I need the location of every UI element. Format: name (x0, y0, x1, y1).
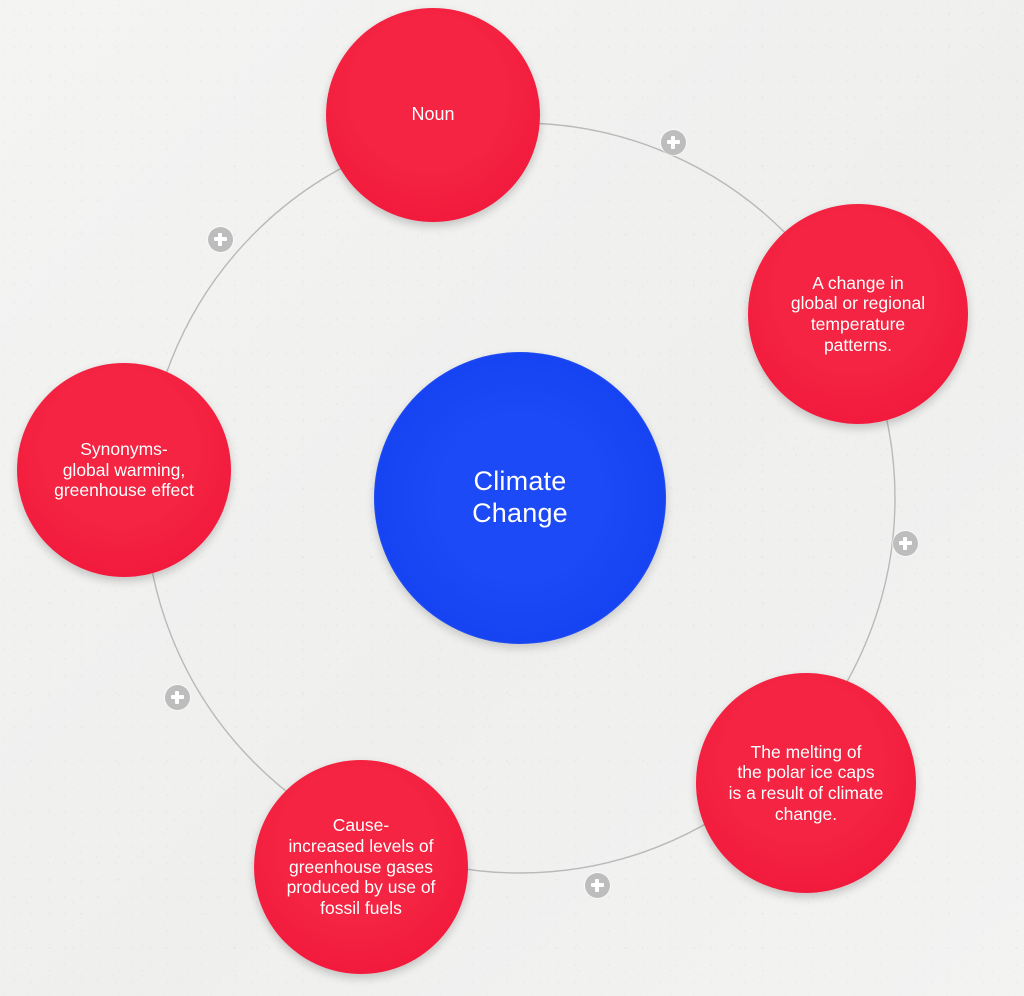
satellite-node-definition-label: A change in global or regional temperatu… (790, 272, 926, 355)
satellite-node-part-of-speech[interactable]: Noun (326, 8, 540, 222)
satellite-node-cause-label: Cause- increased levels of greenhouse ga… (286, 815, 436, 918)
satellite-node-definition[interactable]: A change in global or regional temperatu… (748, 204, 968, 424)
plus-icon-add-node-1[interactable] (660, 129, 686, 155)
plus-icon-add-node-4[interactable] (164, 684, 190, 710)
plus-icon-add-node-3[interactable] (892, 530, 918, 556)
satellite-node-cause[interactable]: Cause- increased levels of greenhouse ga… (254, 760, 468, 974)
satellite-node-synonyms-label: Synonyms- global warming, greenhouse eff… (54, 439, 194, 501)
center-node-climate-change[interactable]: Climate Change (374, 352, 666, 644)
plus-icon-add-node-2[interactable] (207, 226, 233, 252)
satellite-node-synonyms[interactable]: Synonyms- global warming, greenhouse eff… (17, 363, 231, 577)
satellite-node-example-sentence-label: The melting of the polar ice caps is a r… (728, 741, 884, 824)
plus-icon-add-node-5[interactable] (584, 872, 610, 898)
satellite-node-example-sentence[interactable]: The melting of the polar ice caps is a r… (696, 673, 916, 893)
center-node-climate-change-label: Climate Change (472, 466, 568, 528)
satellite-node-part-of-speech-label: Noun (411, 104, 455, 125)
